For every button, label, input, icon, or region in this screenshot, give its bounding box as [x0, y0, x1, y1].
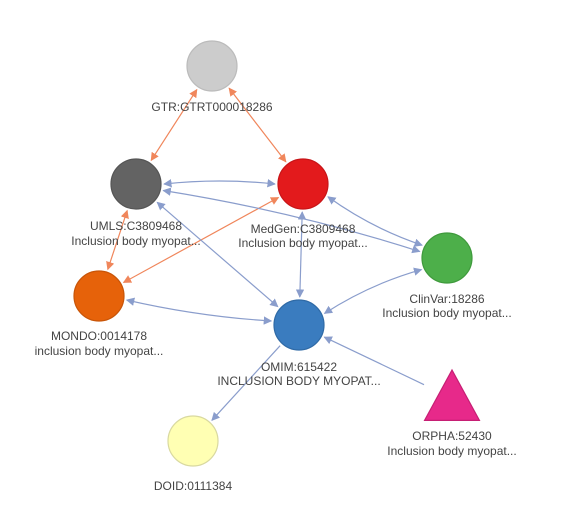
node-orpha-triangle[interactable]: [423, 368, 481, 421]
node-umls-circle[interactable]: [110, 158, 162, 210]
node-mondo-circle[interactable]: [73, 270, 125, 322]
node-orpha-label-name: Inclusion body myopat...: [387, 444, 516, 458]
node-omim-label-name: INCLUSION BODY MYOPAT...: [217, 374, 380, 388]
edge-gtr-medgen: [228, 87, 287, 163]
edge-umls-gtr: [150, 88, 198, 162]
node-mondo-label-id: MONDO:0014178: [51, 329, 147, 343]
edge-medgen-omim: [295, 211, 307, 298]
edge-clinvar-omim: [323, 267, 423, 314]
node-medgen-circle[interactable]: [277, 158, 329, 210]
edge-umls-omim: [156, 201, 279, 308]
edge-omim-doid: [211, 345, 281, 421]
node-gtr-circle[interactable]: [186, 40, 238, 92]
node-clinvar-label-id: ClinVar:18286: [409, 292, 484, 306]
edges-layer: [106, 87, 425, 421]
node-clinvar-circle[interactable]: [421, 232, 473, 284]
node-doid-circle[interactable]: [167, 415, 219, 467]
node-medgen-label-name: Inclusion body myopat...: [238, 236, 367, 250]
nodes-layer: GTR:GTRT000018286UMLS:C3809468Inclusion …: [35, 40, 517, 493]
node-doid[interactable]: DOID:0111384: [154, 415, 233, 493]
node-doid-label-id: DOID:0111384: [154, 479, 233, 493]
node-mondo-label-name: inclusion body myopat...: [35, 344, 164, 358]
node-umls-label-id: UMLS:C3809468: [90, 219, 182, 233]
edge-umls-medgen: [163, 179, 276, 188]
edge-medgen-clinvar: [327, 196, 423, 247]
node-umls-label-name: Inclusion body myopat...: [71, 234, 200, 248]
node-gtr[interactable]: GTR:GTRT000018286: [151, 40, 273, 114]
node-medgen-label-id: MedGen:C3809468: [251, 222, 356, 236]
edge-mondo-omim: [125, 297, 273, 325]
node-orpha-label-id: ORPHA:52430: [412, 429, 492, 443]
node-gtr-label-id: GTR:GTRT000018286: [151, 100, 272, 114]
edge-orpha-omim: [323, 336, 425, 386]
node-clinvar-label-name: Inclusion body myopat...: [382, 306, 511, 320]
node-omim-label-id: OMIM:615422: [261, 360, 337, 374]
node-omim-circle[interactable]: [273, 299, 325, 351]
